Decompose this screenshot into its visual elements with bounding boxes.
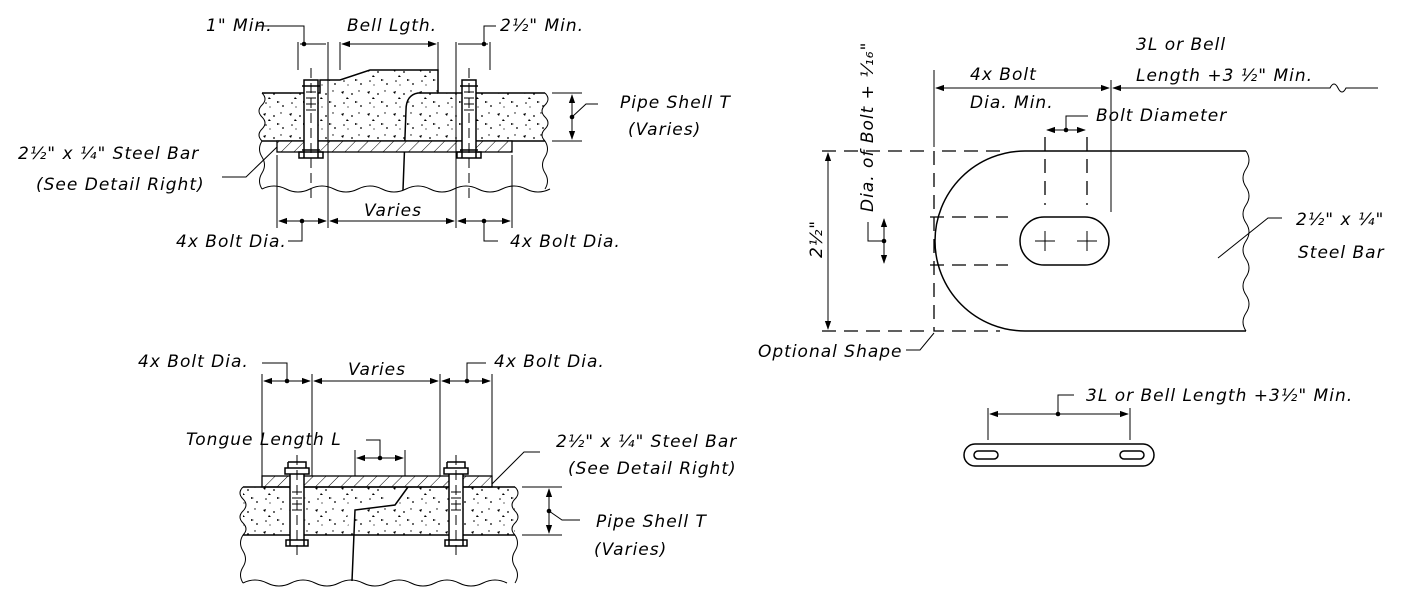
steel-bar-label-top: 2½" x ¼" Steel Bar (18, 144, 199, 164)
pipe-shell-t-label-top: Pipe Shell T (620, 93, 732, 113)
bottom-joint-section: 4x Bolt Dia. Varies 4x Bolt Dia. Tongue … (138, 352, 737, 587)
varies-label-top: Varies (364, 201, 422, 221)
bolt-dia-right-label-bottom: 4x Bolt Dia. (494, 352, 605, 372)
three-l-label-1: 3L or Bell (1136, 35, 1226, 55)
one-inch-min-label: 1" Min. (206, 16, 273, 36)
steel-bar-label-detail-1: 2½" x ¼" (1296, 210, 1384, 230)
bolt-right-bottom (443, 455, 469, 556)
bolt-dia-left-label-top: 4x Bolt Dia. (176, 232, 287, 252)
bolt-left-top (298, 68, 324, 200)
pipe-shell-varies-label-bottom: (Varies) (594, 540, 667, 560)
bell-length-label: Bell Lgth. (347, 16, 437, 36)
steel-bar-plan-detail: Bolt Diameter 4x Bolt Dia. Min. 3L or Be… (758, 35, 1385, 362)
strap-length-label: 3L or Bell Length +3½" Min. (1086, 386, 1353, 406)
varies-label-bottom: Varies (348, 360, 406, 380)
optional-shape-label: Optional Shape (758, 342, 903, 362)
pipe-shell-varies-label-top: (Varies) (628, 120, 701, 140)
pipe-shell-t-label-bottom: Pipe Shell T (596, 512, 708, 532)
bolt-dia-right-label-top: 4x Bolt Dia. (510, 232, 621, 252)
see-detail-label-top: (See Detail Right) (36, 175, 205, 195)
steel-bar-label-detail-2: Steel Bar (1298, 243, 1385, 263)
bolt-dia-left-label-bottom: 4x Bolt Dia. (138, 352, 249, 372)
bolt-diameter-label: Bolt Diameter (1096, 106, 1227, 126)
strap-elevation-detail: 3L or Bell Length +3½" Min. (963, 386, 1353, 467)
two-half-label: 2½" (807, 220, 827, 258)
bolt-right-top (456, 68, 482, 200)
dia-of-bolt-label: Dia. of Bolt + ¹⁄₁₆" (858, 42, 878, 212)
steel-bar-label-bottom: 2½" x ¼" Steel Bar (556, 432, 737, 452)
top-joint-section: 1" Min. Bell Lgth. 2½" Min. Pipe Shell T… (18, 16, 732, 252)
four-bolt-label-2: Dia. Min. (970, 93, 1054, 113)
tongue-length-label: Tongue Length L (186, 430, 342, 450)
four-bolt-label-1: 4x Bolt (970, 65, 1037, 85)
three-l-label-2: Length +3 ½" Min. (1136, 66, 1313, 86)
two-half-min-label: 2½" Min. (500, 16, 584, 36)
see-detail-label-bottom: (See Detail Right) (568, 459, 737, 479)
bolt-left-bottom (284, 455, 310, 556)
